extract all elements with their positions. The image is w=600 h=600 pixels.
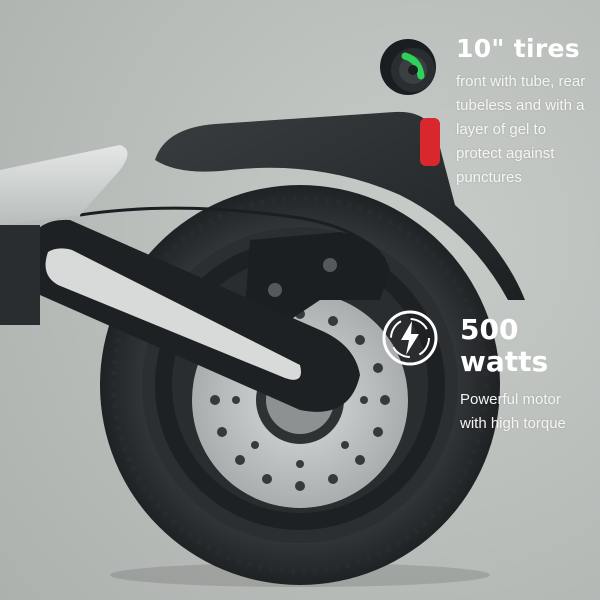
feature-motor-title: 500 watts [460, 313, 549, 379]
tire-icon [380, 39, 436, 95]
feature-motor-description: Powerful motor with high torque [460, 391, 566, 433]
swingarm [26, 219, 361, 412]
frame-bracket [0, 225, 40, 325]
scooter-deck [0, 145, 128, 225]
brake-caliper [245, 232, 390, 320]
feature-tires-description: front with tube, rear tubeless and with … [456, 73, 586, 187]
tail-light [420, 118, 440, 166]
feature-tires-title: 10" tires [456, 34, 580, 63]
lightning-bolt-icon [382, 310, 438, 366]
feature-tires: 10" tires front with tube, rear tubeless… [456, 34, 600, 190]
feature-motor: 500 watts Powerful motor with high torqu… [460, 313, 600, 436]
